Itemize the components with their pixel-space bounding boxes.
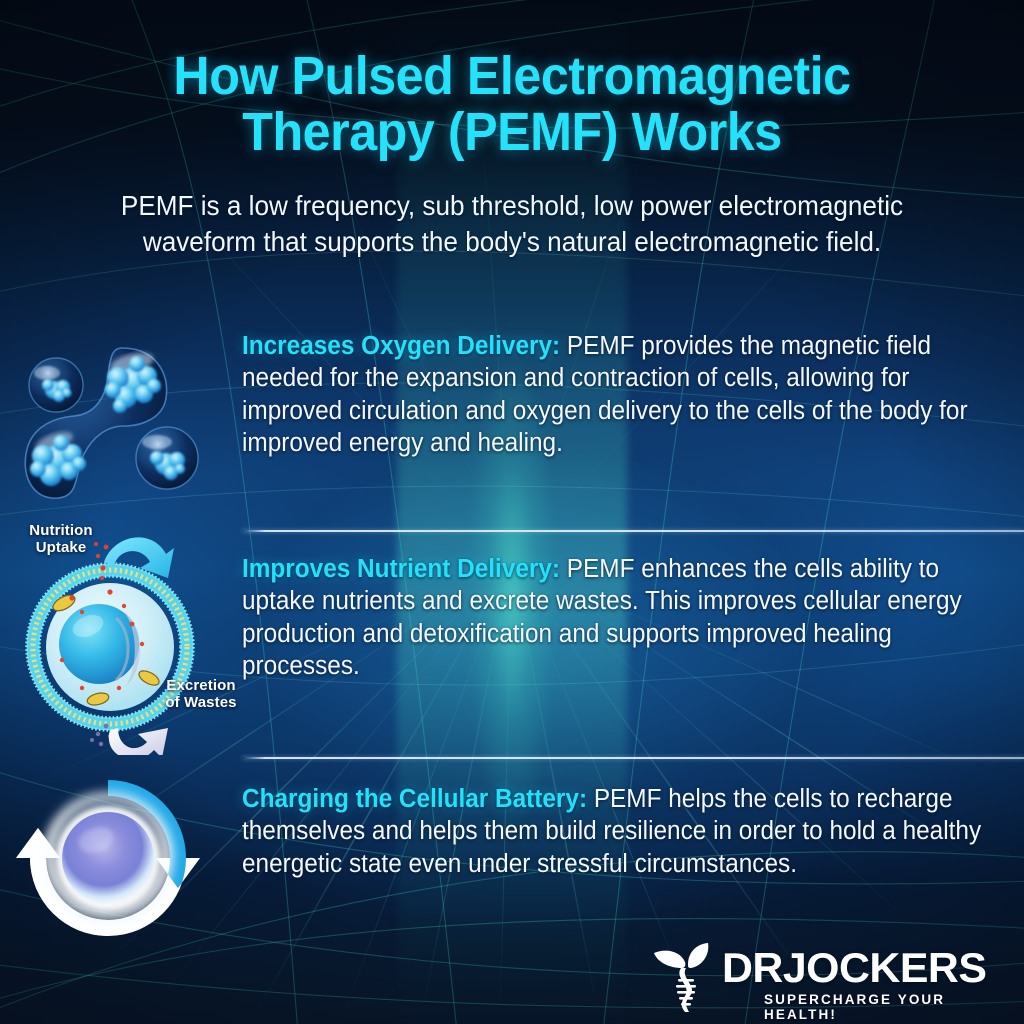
- logo-tagline: SUPERCHARGE YOUR HEALTH!: [764, 992, 946, 1022]
- section-body: PEMF enhances the cells ability to uptak…: [242, 555, 962, 680]
- recharge-cell-icon: [16, 780, 200, 936]
- section-text: Improves Nutrient Delivery: PEMF enhance…: [242, 553, 989, 682]
- section-body: PEMF helps the cells to recharge themsel…: [242, 785, 982, 878]
- dividing-cells-icon: [24, 347, 199, 499]
- section-oxygen-delivery: Increases Oxygen Delivery: PEMF provides…: [242, 330, 1024, 459]
- section-heading: Charging the Cellular Battery:: [242, 785, 588, 813]
- section-heading: Improves Nutrient Delivery:: [242, 555, 561, 583]
- dna-sprout-icon: [654, 943, 709, 1012]
- page-subtitle: PEMF is a low frequency, sub threshold, …: [120, 190, 904, 258]
- section-text: Increases Oxygen Delivery: PEMF provides…: [242, 330, 989, 459]
- nutrition-uptake-label: Nutrition Uptake: [29, 522, 93, 556]
- section-body: PEMF provides the magnetic field needed …: [242, 332, 968, 457]
- excretion-of-wastes-label: Excretion of Wastes: [165, 677, 237, 711]
- cell-membrane-icon: [25, 537, 195, 755]
- brand-logo[interactable]: DRJOCKERS SUPERCHARGE YOUR HEALTH!: [652, 942, 1012, 1022]
- page-title: How Pulsed Electromagnetic Therapy (PEMF…: [173, 46, 851, 163]
- section-cellular-battery: Charging the Cellular Battery: PEMF help…: [242, 783, 1024, 880]
- header: How Pulsed Electromagnetic Therapy (PEMF…: [0, 0, 1024, 260]
- section-divider-2: [242, 757, 1024, 759]
- section-heading: Increases Oxygen Delivery:: [242, 332, 561, 360]
- section-divider-1: [242, 530, 1024, 532]
- section-text: Charging the Cellular Battery: PEMF help…: [242, 783, 989, 880]
- logo-wordmark: DRJOCKERS: [722, 944, 987, 991]
- section-nutrient-delivery: Improves Nutrient Delivery: PEMF enhance…: [242, 553, 1024, 682]
